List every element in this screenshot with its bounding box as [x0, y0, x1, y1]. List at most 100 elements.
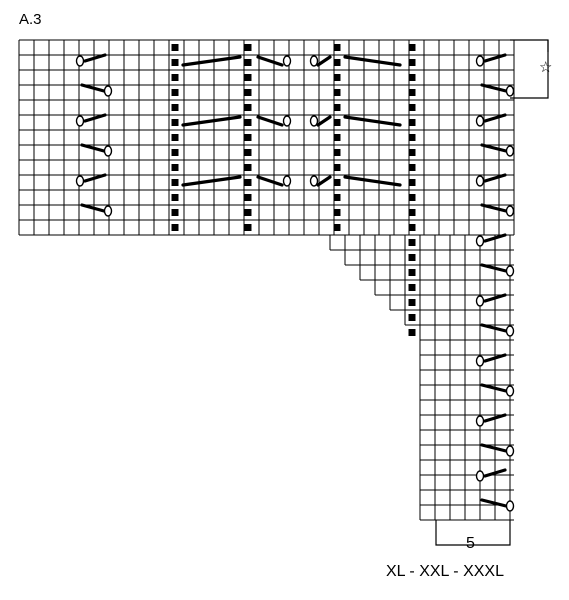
decrease-slash-right [480, 203, 508, 213]
purl-dot [171, 194, 179, 201]
purl-dot [244, 149, 252, 156]
decrease-slash-left [83, 173, 107, 183]
cable-long-line [343, 55, 402, 67]
decrease-slash-left [483, 53, 507, 63]
cable-long-line [181, 115, 242, 127]
purl-dot [408, 104, 416, 111]
decrease-slash-right [480, 143, 508, 153]
size-label: XL - XXL - XXXL [386, 563, 504, 580]
purl-dot [333, 164, 341, 171]
purl-dot [171, 59, 179, 66]
repeat-count-label: 5 [466, 535, 475, 552]
purl-dot [333, 59, 341, 66]
purl-dot [171, 74, 179, 81]
purl-dot [408, 269, 416, 276]
purl-dot [244, 134, 252, 141]
yarn-over-circle [75, 55, 85, 67]
purl-dot [244, 44, 252, 51]
yarn-over-circle [309, 115, 319, 127]
yarn-over-circle [475, 115, 485, 127]
yarn-over-circle [505, 385, 515, 397]
repeat-bracket-right [510, 39, 549, 99]
purl-dot [171, 179, 179, 186]
yarn-over-circle [103, 85, 113, 97]
purl-dot [171, 44, 179, 51]
purl-dot [408, 224, 416, 231]
yarn-over-circle [103, 205, 113, 217]
purl-dot [408, 179, 416, 186]
purl-dot [244, 194, 252, 201]
purl-dot [408, 299, 416, 306]
yarn-over-circle [475, 470, 485, 482]
purl-dot [333, 119, 341, 126]
yarn-over-circle [309, 175, 319, 187]
purl-dot [408, 329, 416, 336]
purl-dot [408, 314, 416, 321]
purl-dot [333, 209, 341, 216]
purl-dot [171, 224, 179, 231]
purl-dot [333, 74, 341, 81]
purl-dot [333, 104, 341, 111]
decrease-slash-left [483, 413, 507, 423]
cable-long-line [256, 175, 284, 187]
cable-long-line [316, 175, 332, 187]
purl-dot [408, 209, 416, 216]
yarn-over-circle [505, 85, 515, 97]
yarn-over-circle [475, 295, 485, 307]
purl-dot [171, 119, 179, 126]
purl-dot [408, 164, 416, 171]
purl-dot [171, 209, 179, 216]
purl-dot [333, 89, 341, 96]
decrease-slash-right [80, 203, 106, 213]
purl-dot [244, 74, 252, 81]
decrease-slash-right [80, 83, 106, 93]
purl-dot [244, 164, 252, 171]
yarn-over-circle [475, 355, 485, 367]
repeat-bracket-bottom [435, 520, 511, 546]
purl-dot [244, 104, 252, 111]
purl-dot [244, 59, 252, 66]
decrease-slash-left [83, 113, 107, 123]
purl-dot [244, 224, 252, 231]
cable-long-line [181, 175, 242, 187]
decrease-slash-right [480, 383, 508, 393]
purl-dot [171, 134, 179, 141]
purl-dot [408, 239, 416, 246]
purl-dot [244, 209, 252, 216]
decrease-slash-left [483, 233, 507, 243]
purl-dot [333, 224, 341, 231]
yarn-over-circle [475, 175, 485, 187]
yarn-over-circle [282, 115, 292, 127]
cable-long-line [316, 115, 332, 127]
chart-title: A.3 [19, 11, 42, 28]
decrease-slash-left [483, 468, 507, 478]
cable-long-line [316, 55, 332, 67]
purl-dot [408, 89, 416, 96]
yarn-over-circle [103, 145, 113, 157]
purl-dot [408, 119, 416, 126]
yarn-over-circle [309, 55, 319, 67]
decrease-slash-left [483, 173, 507, 183]
decrease-slash-right [480, 443, 508, 453]
yarn-over-circle [475, 55, 485, 67]
cable-long-line [343, 175, 402, 187]
purl-dot [333, 194, 341, 201]
purl-dot [408, 194, 416, 201]
yarn-over-circle [75, 115, 85, 127]
purl-dot [408, 254, 416, 261]
grid-lines [18, 39, 515, 521]
purl-dot [171, 104, 179, 111]
yarn-over-circle [505, 205, 515, 217]
yarn-over-circle [475, 235, 485, 247]
decrease-slash-right [480, 83, 508, 93]
purl-dot [244, 179, 252, 186]
purl-dot [171, 149, 179, 156]
decrease-slash-right [480, 263, 508, 273]
purl-dot [408, 44, 416, 51]
cable-long-line [343, 115, 402, 127]
yarn-over-circle [505, 500, 515, 512]
decrease-slash-right [480, 323, 508, 333]
yarn-over-circle [505, 445, 515, 457]
purl-dot [408, 59, 416, 66]
purl-dot [171, 164, 179, 171]
